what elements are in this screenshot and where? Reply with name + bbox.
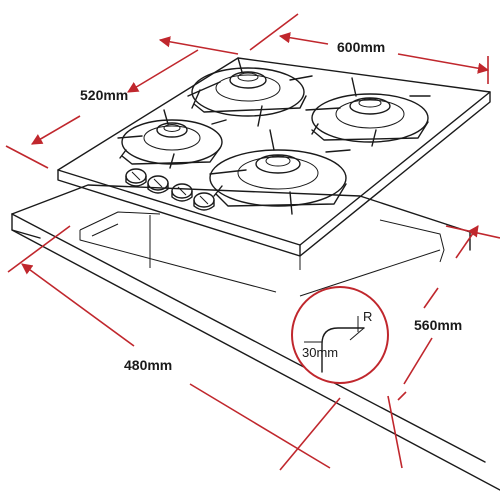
cutout-depth-label: 480mm (124, 357, 172, 373)
hob-plate (57, 57, 491, 270)
knob-3 (171, 183, 193, 202)
dimension-cutout-width: 560mm (387, 225, 500, 469)
dimension-hob-depth: 520mm (5, 49, 199, 169)
corner-radius-label: R (363, 309, 372, 324)
burner-rear-left (187, 57, 313, 127)
knob-1 (125, 168, 147, 187)
burner-rear-right (305, 77, 431, 147)
corner-detail-inset: R 30mm (291, 286, 389, 384)
corner-offset-label: 30mm (302, 345, 338, 360)
burner-front-left (117, 109, 227, 169)
countertop (11, 184, 500, 491)
dimension-hob-width: 600mm (158, 13, 490, 84)
burner-front-right (209, 129, 351, 215)
hob-depth-label: 520mm (80, 87, 128, 103)
knob-4 (193, 192, 215, 211)
hob-width-label: 600mm (337, 39, 385, 55)
knob-2 (147, 175, 169, 194)
cutout-width-label: 560mm (414, 317, 462, 333)
control-knobs (125, 168, 215, 211)
dimension-cutout-depth: 480mm (7, 225, 341, 471)
